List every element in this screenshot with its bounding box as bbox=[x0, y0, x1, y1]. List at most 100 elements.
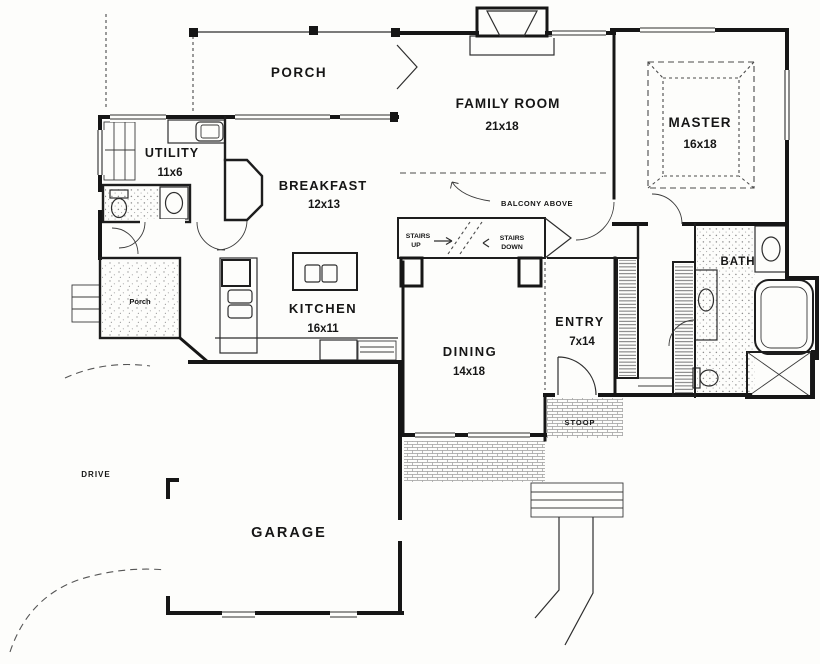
label-stairs-down: STAIRS bbox=[500, 235, 525, 242]
porch-post bbox=[309, 26, 318, 35]
window bbox=[640, 25, 715, 35]
entry-closet-walls bbox=[616, 257, 639, 379]
wall-diagonal bbox=[177, 335, 211, 365]
room-dims-kitchen: 16x11 bbox=[307, 323, 339, 335]
sink bbox=[697, 288, 715, 312]
window bbox=[782, 70, 792, 140]
back-door-swing bbox=[111, 227, 139, 255]
stair-pier bbox=[517, 256, 543, 288]
stoop-floor bbox=[547, 398, 623, 438]
door-swing bbox=[668, 319, 696, 347]
stairs-down-arrow bbox=[482, 238, 490, 248]
wall-garage-bottom bbox=[166, 596, 404, 615]
room-label-utility: UTILITY bbox=[145, 146, 199, 160]
range bbox=[319, 339, 358, 361]
kitchen-counters bbox=[215, 257, 398, 361]
window bbox=[340, 112, 390, 122]
pantry-walls bbox=[223, 158, 264, 222]
sink bbox=[761, 236, 781, 262]
bath-vanity bbox=[754, 225, 788, 273]
room-label-dining: DINING bbox=[443, 344, 498, 359]
room-label-breakfast: BREAKFAST bbox=[279, 178, 367, 193]
half-bath-floor-tile bbox=[105, 187, 159, 220]
balcony-line bbox=[400, 172, 610, 202]
doors bbox=[111, 44, 696, 396]
shower bbox=[746, 351, 812, 398]
front-walkway bbox=[534, 517, 594, 646]
master-bed-outline bbox=[647, 61, 755, 189]
label-stairs-down-2: DOWN bbox=[501, 244, 523, 251]
door-swing bbox=[196, 221, 226, 251]
kitchen-sink bbox=[227, 304, 253, 319]
half-bath-fixtures bbox=[109, 186, 189, 220]
dishwasher bbox=[357, 340, 397, 361]
stair-pier bbox=[399, 256, 424, 288]
stoop-steps bbox=[530, 482, 624, 518]
washer bbox=[195, 121, 224, 142]
window bbox=[552, 28, 606, 38]
door-swing bbox=[118, 221, 146, 249]
room-label-family: FAMILY ROOM bbox=[456, 96, 561, 111]
room-dims-utility: 11x6 bbox=[158, 167, 183, 179]
half-bath-vanity bbox=[159, 186, 189, 220]
room-dims-entry: 7x14 bbox=[569, 336, 595, 348]
window bbox=[468, 430, 530, 440]
window bbox=[235, 112, 330, 122]
room-label-entry: ENTRY bbox=[555, 315, 604, 329]
label-balcony-above: BALCONY ABOVE bbox=[501, 199, 573, 208]
label-stoop: STOOP bbox=[564, 418, 595, 427]
label-stairs-up: STAIRS bbox=[406, 233, 431, 240]
hall-steps bbox=[638, 377, 673, 387]
room-label-master: MASTER bbox=[669, 115, 732, 130]
window bbox=[330, 608, 357, 620]
master-hall-door-gap bbox=[648, 220, 682, 229]
door-swing bbox=[575, 201, 615, 241]
window bbox=[96, 130, 105, 175]
labels: PORCH FAMILY ROOM 21x18 MASTER 16x18 UTI… bbox=[81, 65, 755, 541]
hall-closet-walls bbox=[672, 261, 696, 397]
pantry-door-swing bbox=[216, 220, 248, 251]
porch-french-doors bbox=[396, 44, 418, 90]
label-stairs-up-2: UP bbox=[411, 242, 421, 249]
room-dims-breakfast: 12x13 bbox=[308, 199, 340, 211]
window bbox=[110, 112, 166, 122]
label-side-porch: Porch bbox=[129, 297, 151, 306]
hall-closet-rod-hatch bbox=[675, 264, 693, 394]
entry-closet-rod-hatch bbox=[619, 260, 636, 376]
toilet bbox=[110, 197, 128, 219]
floor-textures bbox=[102, 187, 755, 482]
door-swing bbox=[651, 193, 683, 225]
walk-floor bbox=[404, 441, 545, 482]
room-dims-family: 21x18 bbox=[485, 119, 519, 133]
staircase bbox=[397, 217, 572, 288]
refrigerator bbox=[221, 259, 251, 287]
room-label-kitchen: KITCHEN bbox=[289, 301, 357, 316]
porch-post bbox=[189, 28, 198, 37]
kitchen-sink bbox=[227, 289, 253, 304]
wall-bath-bay bbox=[745, 222, 819, 399]
side-porch-steps bbox=[71, 284, 101, 323]
sink bbox=[164, 191, 184, 215]
garden-tub bbox=[754, 279, 814, 355]
window bbox=[222, 608, 255, 620]
utility-shelves bbox=[103, 121, 136, 181]
side-porch-floor bbox=[102, 260, 178, 336]
front-door-swing bbox=[557, 356, 597, 396]
drive-edge-curve bbox=[9, 568, 167, 653]
garage-door-jamb bbox=[166, 478, 179, 499]
room-dims-dining: 14x18 bbox=[453, 366, 486, 378]
window bbox=[415, 430, 455, 440]
drive-upper-curve bbox=[64, 364, 151, 379]
half-bath-door-gap bbox=[140, 219, 185, 226]
fireplace bbox=[469, 6, 555, 56]
site-lines bbox=[9, 14, 673, 653]
label-drive: DRIVE bbox=[81, 470, 110, 479]
room-dims-master: 16x18 bbox=[683, 137, 717, 151]
toilet bbox=[699, 369, 719, 387]
stairs-up-arrow bbox=[434, 236, 453, 246]
room-label-bath: BATH bbox=[720, 256, 755, 268]
windows bbox=[96, 25, 792, 620]
side-porch-walls bbox=[98, 256, 182, 340]
kitchen-island bbox=[292, 252, 358, 291]
